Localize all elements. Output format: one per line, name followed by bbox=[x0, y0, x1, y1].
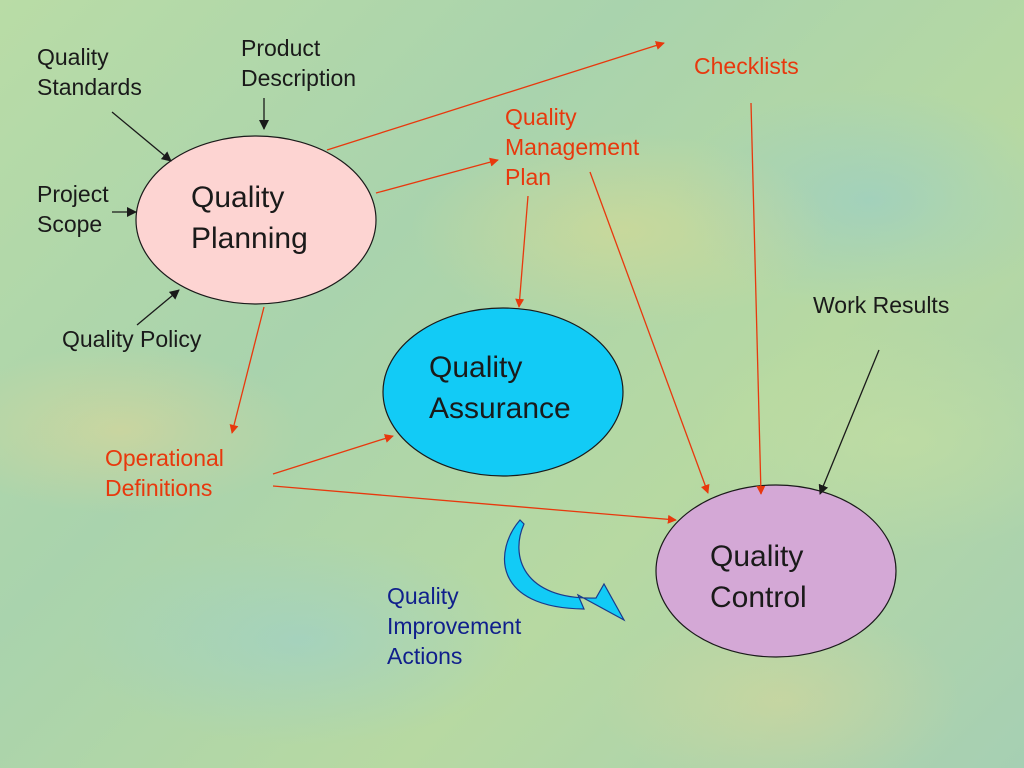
quality-planning-ellipse bbox=[135, 135, 377, 305]
quality-management-plan-label: Quality Management Plan bbox=[505, 104, 640, 190]
arrow-management-plan-to-control bbox=[589, 171, 710, 494]
arrow-definitions-to-control bbox=[272, 485, 677, 524]
arrow-quality-standards bbox=[111, 111, 172, 162]
quality-control-ellipse bbox=[655, 484, 897, 658]
quality-improvement-actions-label: Quality Improvement Actions bbox=[387, 583, 522, 669]
quality-assurance-ellipse bbox=[382, 307, 624, 477]
operational-definitions-label: Operational Definitions bbox=[105, 445, 224, 501]
checklists-label: Checklists bbox=[694, 53, 799, 79]
quality-assurance-label: Quality Assurance bbox=[429, 351, 571, 425]
arrow-planning-to-operational-definitions bbox=[229, 306, 265, 434]
quality-policy-label: Quality Policy bbox=[62, 326, 202, 352]
arrow-quality-policy bbox=[136, 289, 180, 326]
project-scope-label: Project Scope bbox=[37, 181, 109, 237]
arrow-checklists-to-control bbox=[750, 102, 766, 495]
arrow-planning-to-checklists bbox=[326, 41, 665, 151]
quality-control-label: Quality Control bbox=[710, 540, 807, 614]
quality-planning-label: Quality Planning bbox=[191, 181, 308, 255]
arrow-definitions-to-assurance bbox=[272, 434, 394, 475]
arrow-work-results bbox=[818, 349, 880, 495]
work-results-label: Work Results bbox=[813, 292, 950, 318]
product-description-label: Product Description bbox=[241, 35, 357, 91]
arrow-planning-to-management-plan bbox=[375, 157, 499, 194]
quality-standards-label: Quality Standards bbox=[37, 44, 142, 100]
improvement-curved-arrow bbox=[503, 519, 626, 622]
arrow-management-plan-to-assurance bbox=[515, 195, 529, 308]
